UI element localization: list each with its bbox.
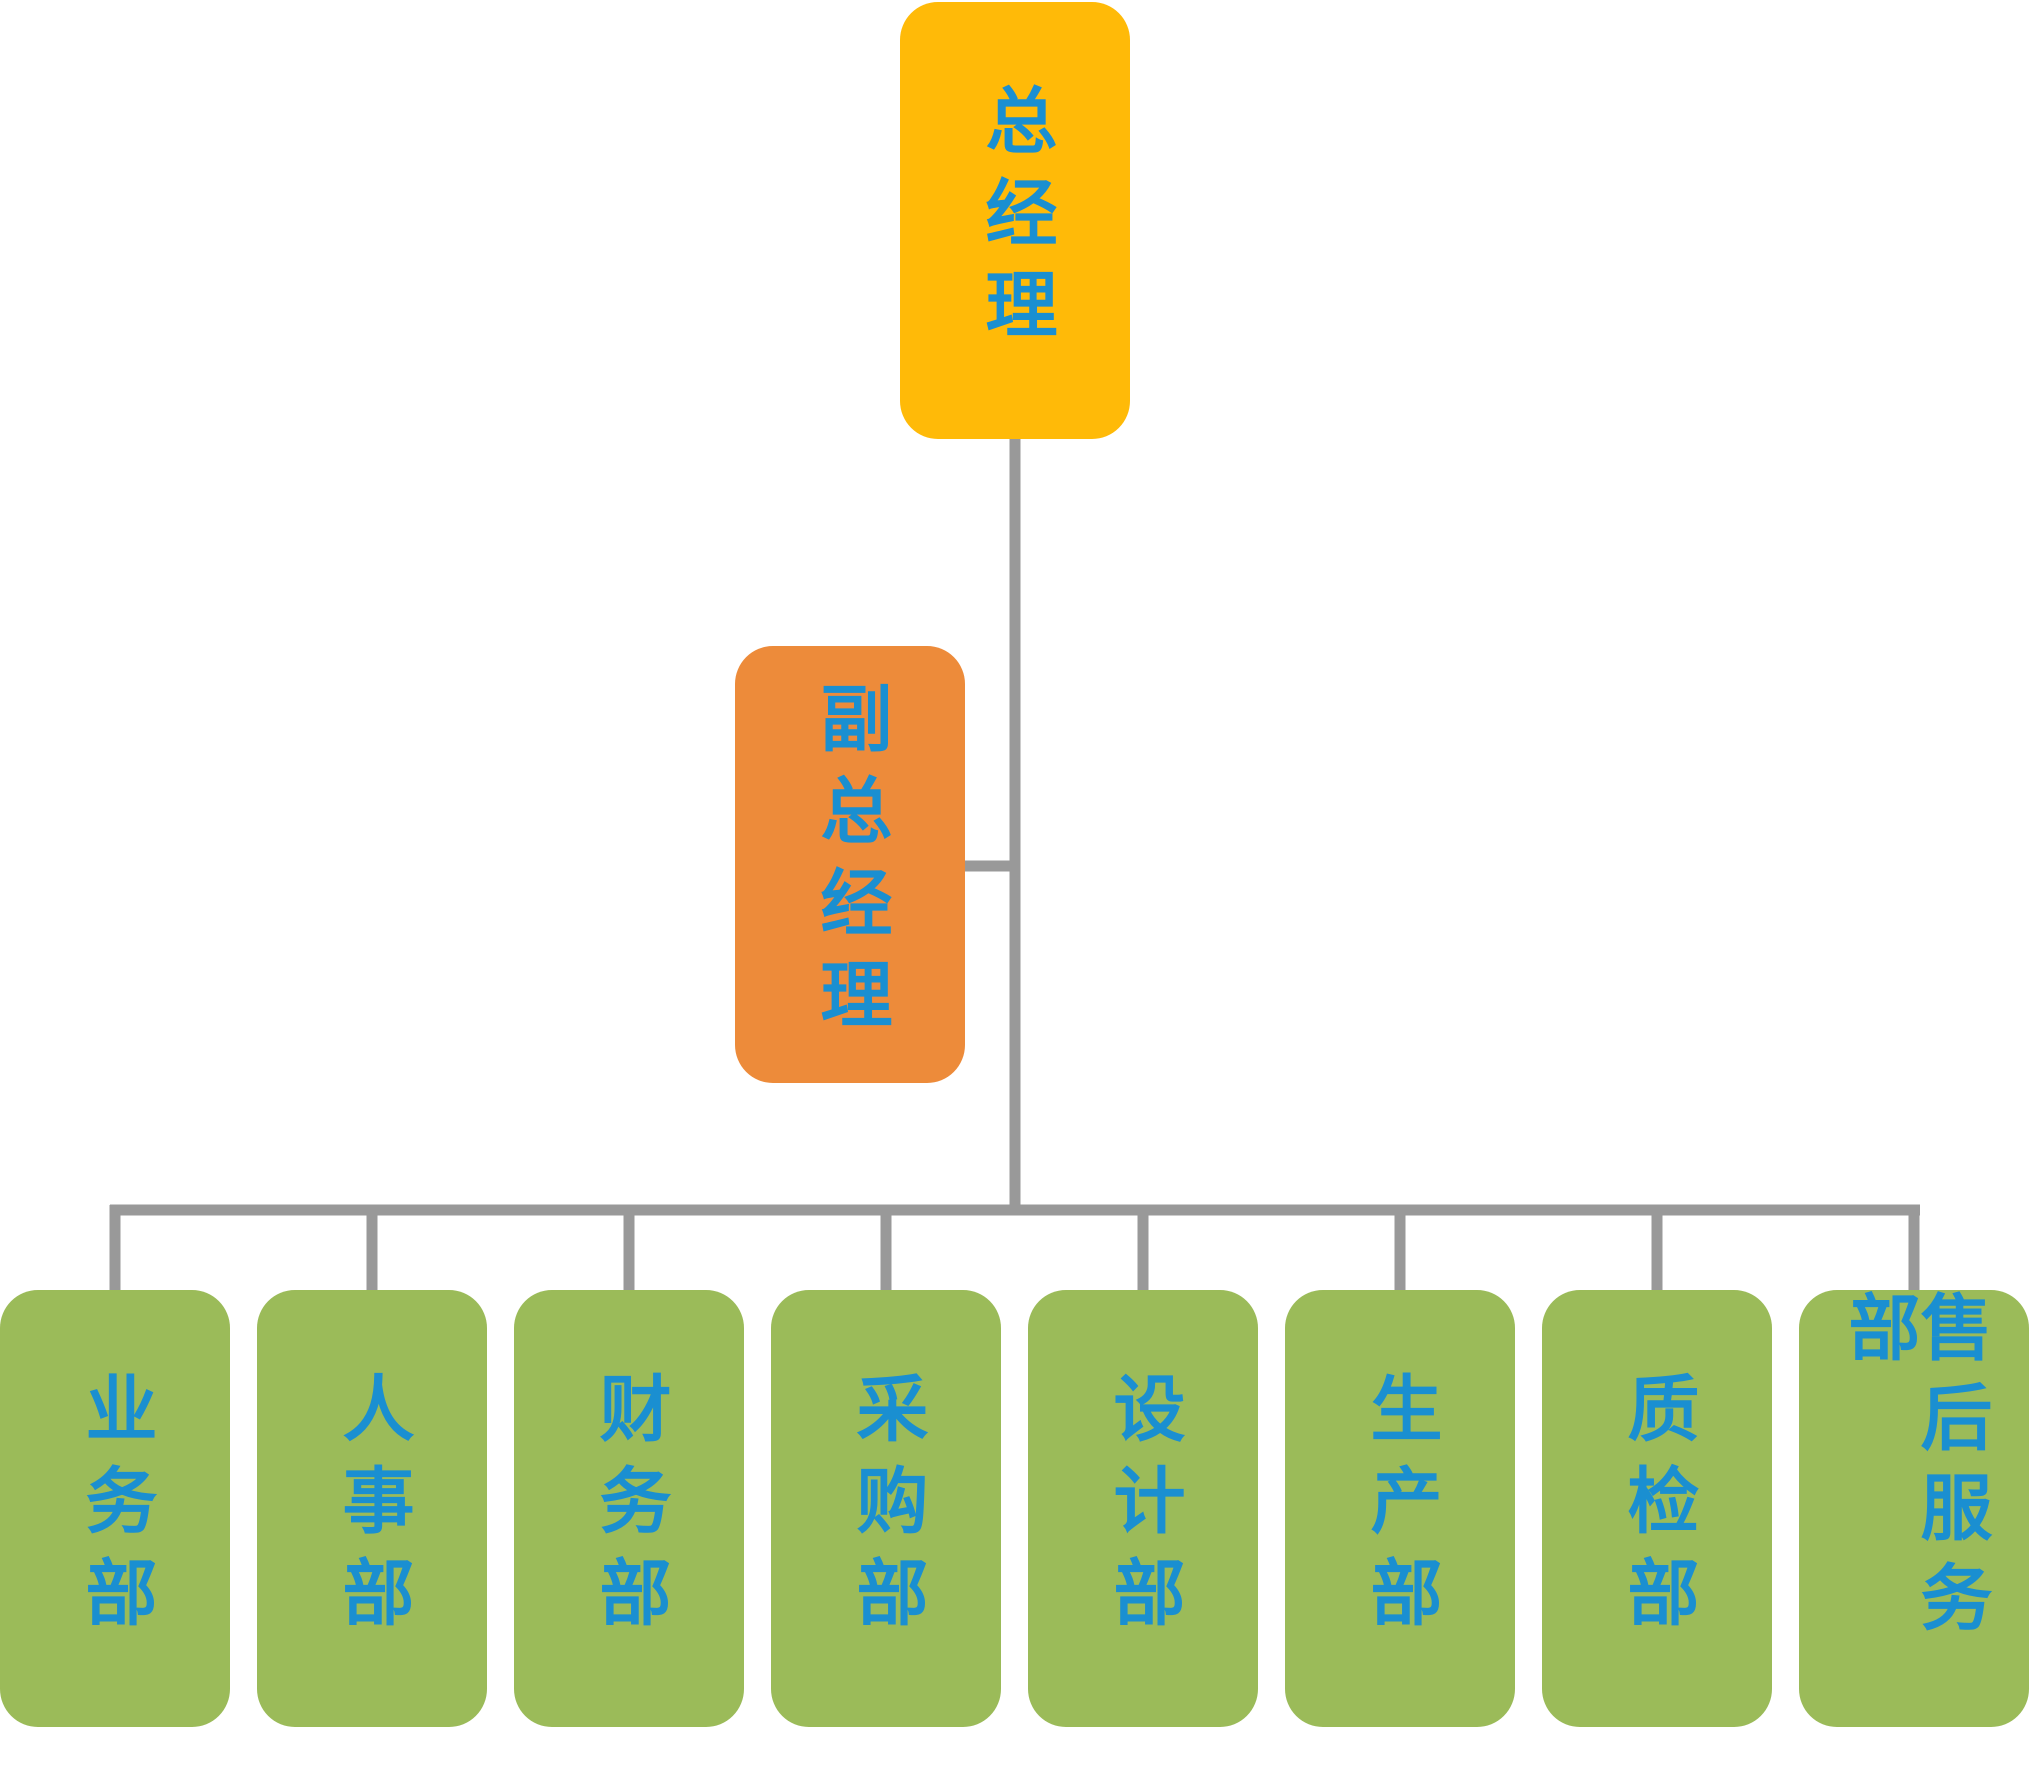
department-box-finance: 财务部 bbox=[514, 1290, 744, 1727]
department-box-design: 设计部 bbox=[1028, 1290, 1258, 1727]
department-box-after-sales: 售后服务部 bbox=[1799, 1290, 2029, 1727]
department-box-purchasing: 采购部 bbox=[771, 1290, 1001, 1727]
department-box-production: 生产部 bbox=[1285, 1290, 1515, 1727]
department-label: 采购部 bbox=[844, 1370, 928, 1647]
vice-general-manager-box: 副总经理 bbox=[735, 646, 965, 1083]
department-label: 业务部 bbox=[73, 1370, 157, 1647]
vice-general-manager-label: 副总经理 bbox=[808, 680, 892, 1049]
department-label: 人事部 bbox=[330, 1370, 414, 1647]
department-label: 生产部 bbox=[1358, 1370, 1442, 1647]
department-box-quality: 质检部 bbox=[1542, 1290, 1772, 1727]
department-box-hr: 人事部 bbox=[257, 1290, 487, 1727]
general-manager-label: 总经理 bbox=[973, 82, 1057, 359]
department-label: 售后服务部 bbox=[1836, 1290, 1992, 1650]
department-label: 财务部 bbox=[587, 1370, 671, 1647]
department-box-business: 业务部 bbox=[0, 1290, 230, 1727]
general-manager-box: 总经理 bbox=[900, 2, 1130, 439]
department-label: 设计部 bbox=[1101, 1370, 1185, 1647]
department-label: 质检部 bbox=[1615, 1370, 1699, 1647]
